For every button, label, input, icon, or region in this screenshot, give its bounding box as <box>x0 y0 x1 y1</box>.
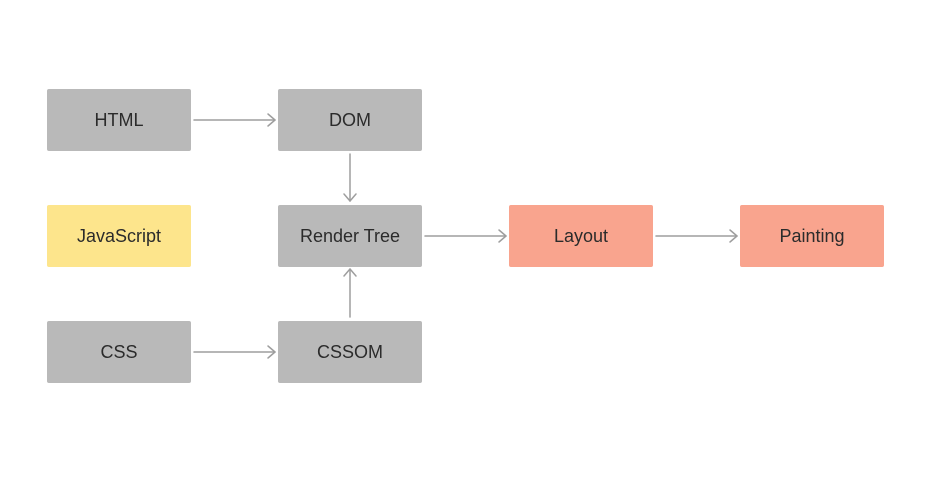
node-javascript: JavaScript <box>47 205 191 267</box>
edge-layout-to-painting <box>655 229 738 243</box>
node-painting: Painting <box>740 205 884 267</box>
node-css: CSS <box>47 321 191 383</box>
edge-dom-to-render-tree <box>343 153 357 202</box>
node-cssom: CSSOM <box>278 321 422 383</box>
node-dom: DOM <box>278 89 422 151</box>
edge-cssom-to-render-tree <box>343 268 357 318</box>
node-html: HTML <box>47 89 191 151</box>
edge-html-to-dom <box>193 113 276 127</box>
edge-css-to-cssom <box>193 345 276 359</box>
edge-render-tree-to-layout <box>424 229 507 243</box>
node-render-tree: Render Tree <box>278 205 422 267</box>
node-layout: Layout <box>509 205 653 267</box>
